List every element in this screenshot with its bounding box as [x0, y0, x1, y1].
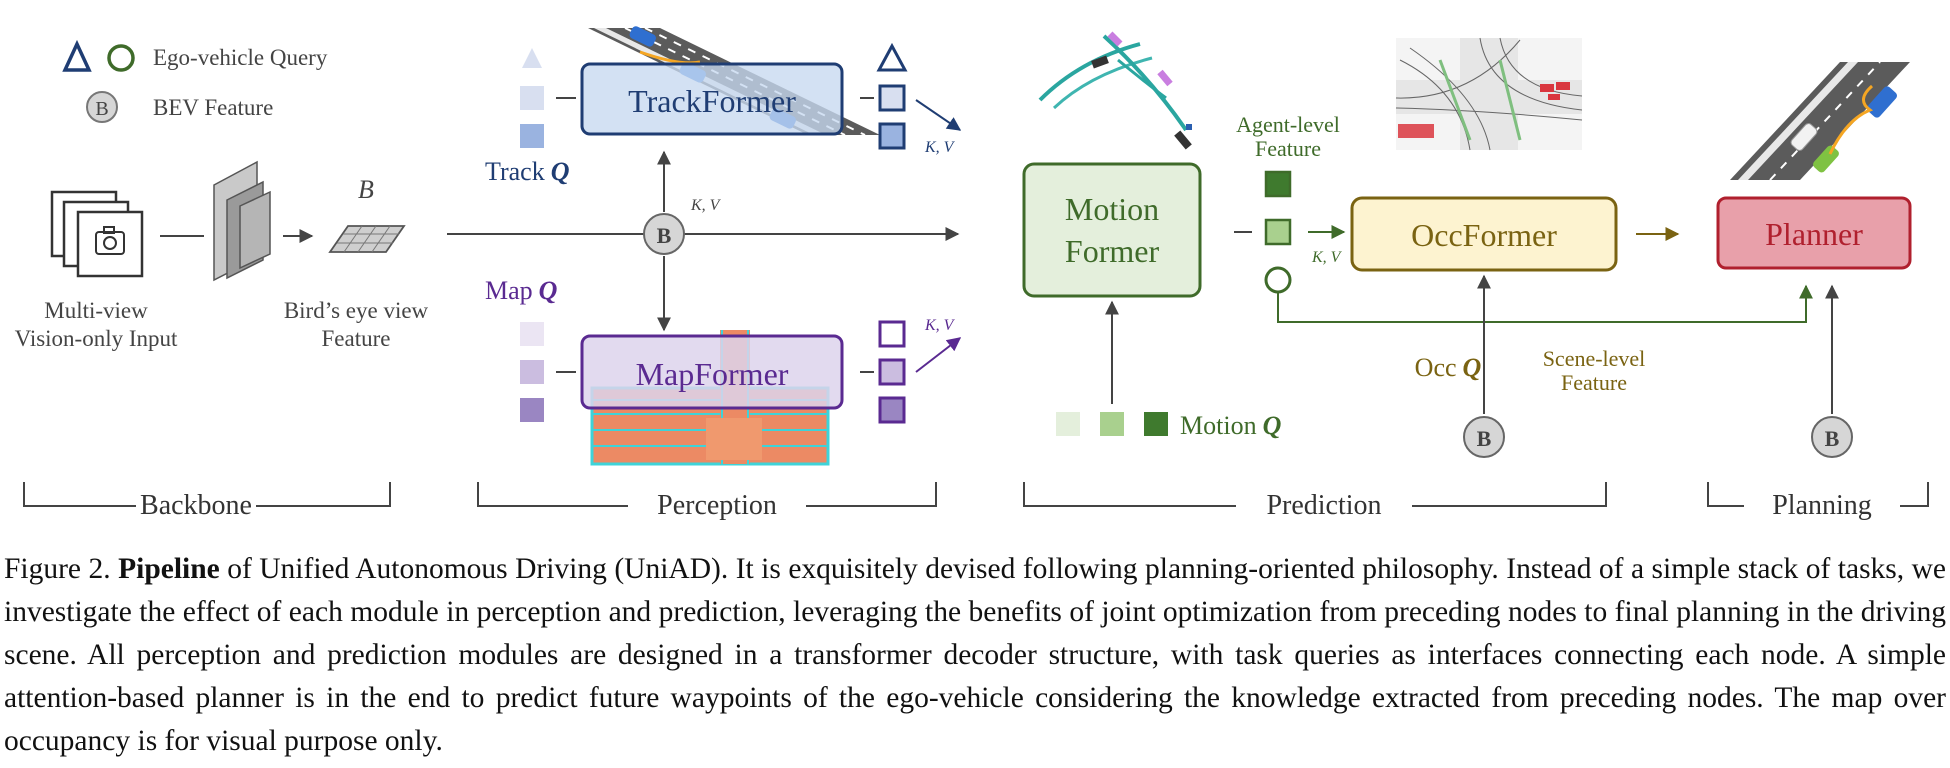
bev-node-planner [1811, 416, 1853, 458]
legend-bev-glyph: B [95, 98, 108, 120]
stage-perception: Perception [657, 490, 777, 521]
legend: Ego-vehicle Query B BEV Feature [62, 39, 328, 123]
input-label-line1: Multi-view [44, 298, 148, 323]
query-circle-icon [107, 44, 135, 72]
figure-caption: Figure 2. Pipeline of Unified Autonomous… [4, 548, 1946, 763]
bev-label-line2: Feature [322, 326, 391, 351]
planning-section: Planner B [1716, 61, 1912, 458]
bev-feature-icon [328, 225, 406, 253]
motion-trajectories-image [1038, 31, 1192, 150]
kv-label-agent: K, V [1311, 249, 1343, 266]
query-triangle-icon [62, 39, 92, 72]
planner-box [1716, 196, 1912, 270]
bev-node-occ-glyph: B [1477, 426, 1492, 451]
camera-images-icon [50, 190, 144, 278]
legend-query-label: Ego-vehicle Query [153, 45, 328, 70]
kv-label-center: K, V [690, 197, 722, 214]
track-query-stack [520, 48, 576, 148]
agent-feature-line1: Agent-level [1236, 112, 1340, 137]
planning-scene-image [1730, 61, 1910, 181]
stage-brackets: Backbone Perception Prediction Planning [23, 482, 1929, 521]
occupancy-scene-image [1395, 37, 1583, 151]
scene-feature-line2: Feature [1561, 370, 1627, 395]
trackformer-box [580, 62, 844, 136]
caption-prefix: Figure 2. [4, 553, 111, 585]
occformer-box [1350, 196, 1618, 272]
map-output-stack [860, 320, 962, 424]
uniad-pipeline-figure: Ego-vehicle Query B BEV Feature Multi-vi… [15, 26, 1929, 521]
scene-feature-line1: Scene-level [1543, 346, 1646, 371]
stage-planning: Planning [1772, 490, 1872, 521]
legend-bev-icon [86, 91, 118, 123]
agent-feature-line2: Feature [1255, 136, 1321, 161]
bev-node-perception [643, 213, 685, 255]
caption-text: of Unified Autonomous Driving (UniAD). I… [4, 553, 1947, 757]
motionformer-label-line1: Motion [1065, 191, 1159, 227]
occformer-label: OccFormer [1411, 217, 1557, 253]
backbone-network-icon [213, 160, 271, 282]
bev-node-planner-glyph: B [1825, 426, 1840, 451]
agent-feature-stack [1234, 170, 1346, 294]
ego-query-path [1277, 284, 1813, 323]
motionformer-label-line2: Former [1065, 233, 1160, 269]
bev-label-line1: Bird’s eye view [284, 298, 429, 323]
legend-bev-label: BEV Feature [153, 95, 273, 120]
kv-label-track: K, V [924, 139, 956, 156]
bev-node-occ [1463, 416, 1505, 458]
track-output-stack [860, 42, 962, 150]
bev-node-glyph: B [657, 223, 672, 248]
mapformer-box [580, 334, 844, 410]
motion-query-stack [1056, 412, 1168, 436]
planner-label: Planner [1765, 216, 1863, 252]
caption-bold: Pipeline [118, 553, 220, 585]
stage-backbone: Backbone [140, 490, 252, 521]
motionformer-box [1022, 162, 1202, 298]
stage-prediction: Prediction [1266, 490, 1381, 521]
mapformer-label: MapFormer [636, 356, 789, 392]
map-query-stack [520, 322, 576, 422]
backbone-section: Multi-view Vision-only Input B Bird’s ey… [15, 160, 429, 351]
input-label-line2: Vision-only Input [15, 326, 178, 351]
trackformer-label: TrackFormer [628, 83, 796, 119]
kv-label-map: K, V [924, 317, 956, 334]
bev-symbol: B [358, 175, 374, 204]
